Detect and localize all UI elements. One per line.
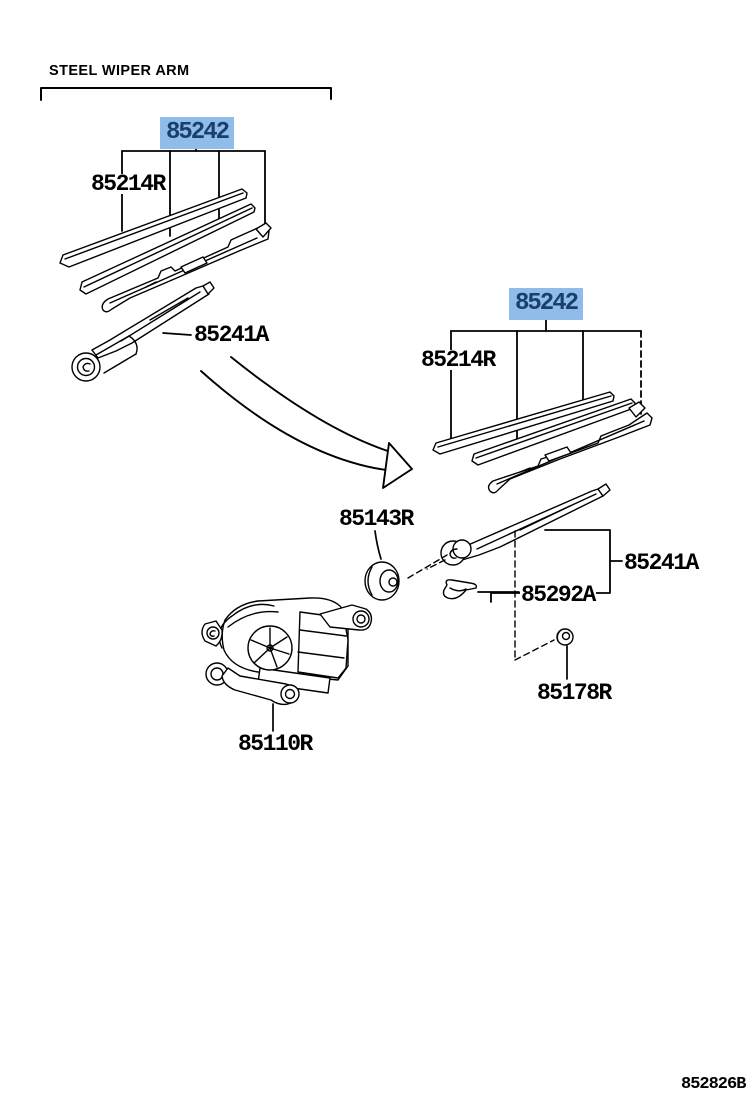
part-number-85241A-left[interactable]: 85241A <box>193 322 269 348</box>
curved-arrow <box>200 356 413 489</box>
callout-bracket-arm-right <box>490 529 623 603</box>
leader-grommet <box>374 530 382 560</box>
arm-head-cover <box>442 579 478 600</box>
part-number-85178R[interactable]: 85178R <box>536 680 612 706</box>
arm-nut <box>556 628 574 680</box>
callout-bracket-right <box>450 319 642 449</box>
part-number-85242-right[interactable]: 85242 <box>509 288 583 320</box>
part-number-85242-left[interactable]: 85242 <box>160 117 234 149</box>
leader-arm-left <box>162 332 192 336</box>
part-number-85241A-right[interactable]: 85241A <box>623 550 699 576</box>
wiper-arm-right <box>440 483 611 566</box>
hidden-line-arm-tail <box>426 559 446 570</box>
category-title: STEEL WIPER ARM <box>49 63 190 79</box>
blade-insert-strip-1-left <box>59 188 248 268</box>
part-number-85214R-left[interactable]: 85214R <box>90 171 166 197</box>
hidden-line-to-nut <box>514 639 555 661</box>
pivot-grommet <box>364 530 400 601</box>
part-number-85110R[interactable]: 85110R <box>237 731 313 757</box>
blade-assembly-left <box>101 222 272 313</box>
part-number-85143R[interactable]: 85143R <box>338 506 414 532</box>
part-number-85214R-right[interactable]: 85214R <box>420 347 496 373</box>
blade-insert-strip-1-right <box>432 391 615 455</box>
category-bracket <box>40 87 332 101</box>
diagram-code: 852826B <box>681 1075 746 1094</box>
blade-assembly-right <box>487 401 653 494</box>
part-number-85292A[interactable]: 85292A <box>520 582 596 608</box>
hidden-line-grommet <box>407 554 448 579</box>
blade-insert-strip-2-left <box>79 203 256 295</box>
wiper-motor <box>201 597 373 732</box>
callout-bracket-left <box>121 148 266 237</box>
blade-insert-strip-2-right <box>471 398 636 466</box>
wiper-arm-left <box>71 281 215 382</box>
